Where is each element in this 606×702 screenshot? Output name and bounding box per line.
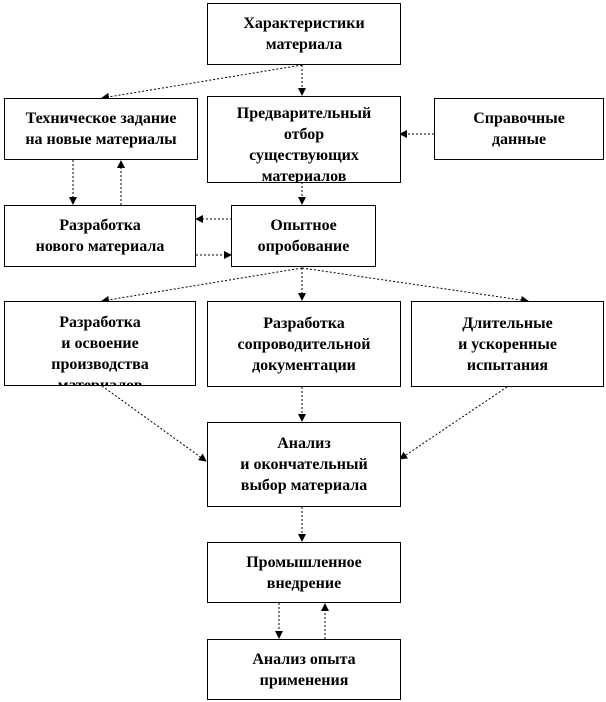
node-production: Разработка и освоение производства матер… — [4, 301, 196, 386]
node-trial: Опытное опробование — [231, 205, 376, 267]
edge-testing-to-analysis — [399, 386, 508, 460]
edge-trial-to-testing — [301, 267, 529, 304]
node-trial-label: Опытное опробование — [257, 217, 350, 255]
node-preselection: Предварительный отбор существующих матер… — [207, 96, 401, 183]
node-reference: Справочные данные — [434, 98, 604, 160]
node-implementation-label: Промышленное внедрение — [246, 553, 362, 592]
node-implementation: Промышленное внедрение — [207, 542, 401, 603]
node-tech-task: Техническое задание на новые материалы — [4, 98, 198, 160]
node-production-label: Разработка и освоение производства матер… — [51, 314, 149, 386]
node-experience-label: Анализ опыта применения — [252, 650, 356, 689]
node-testing: Длительные и ускоренные испытания — [411, 301, 604, 387]
node-development: Разработка нового материала — [4, 205, 196, 267]
node-experience: Анализ опыта применения — [207, 639, 401, 700]
edge-characteristics-to-tech-task — [101, 64, 303, 101]
node-reference-label: Справочные данные — [473, 110, 565, 148]
node-characteristics-label: Характеристики материала — [243, 15, 365, 53]
node-analysis-label: Анализ и окончательный выбор материала — [240, 435, 368, 494]
node-development-label: Разработка нового материала — [35, 217, 165, 255]
node-documentation: Разработка сопроводительной документации — [207, 301, 401, 387]
edge-trial-to-production — [101, 267, 303, 304]
node-preselection-label: Предварительный отбор существующих матер… — [236, 105, 372, 183]
node-characteristics: Характеристики материала — [207, 3, 401, 65]
node-analysis: Анализ и окончательный выбор материала — [207, 422, 401, 507]
node-tech-task-label: Техническое задание на новые материалы — [25, 110, 177, 148]
node-testing-label: Длительные и ускоренные испытания — [458, 314, 557, 374]
edge-production-to-analysis — [101, 385, 207, 462]
node-documentation-label: Разработка сопроводительной документации — [237, 314, 371, 374]
